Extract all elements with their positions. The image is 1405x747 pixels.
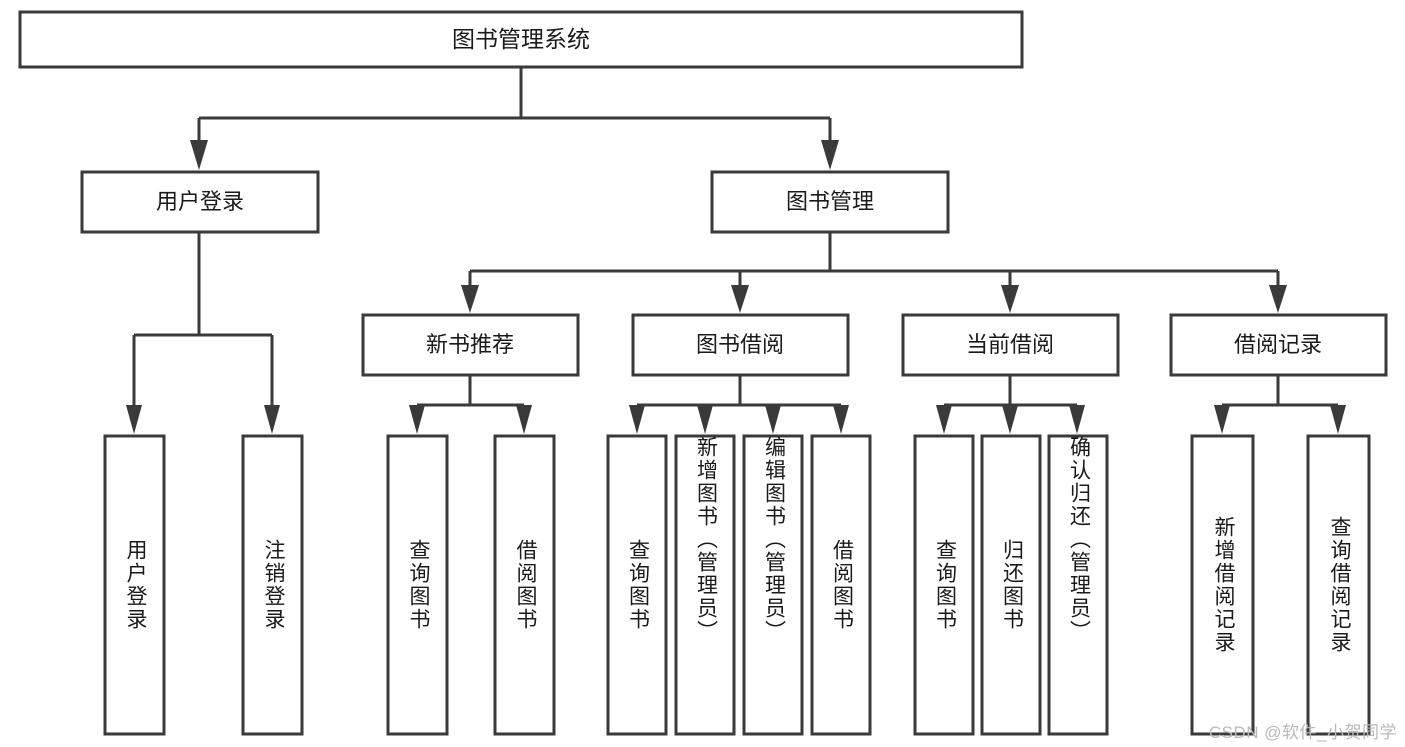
arrow-br-to-leaf1 bbox=[1214, 405, 1230, 434]
arrow-nbr-to-leaf2 bbox=[516, 405, 532, 434]
connector-group-current-borrow bbox=[936, 375, 1085, 434]
node-book-manage-box[interactable] bbox=[710, 170, 950, 234]
arrow-nbr-to-leaf1 bbox=[409, 405, 425, 434]
arrow-ul-to-leaf2 bbox=[264, 405, 280, 434]
node-book-manage-label: 图书管理 bbox=[786, 189, 874, 214]
node-borrow-record-label: 借阅记录 bbox=[1234, 332, 1322, 357]
connector-group-new-book-rec bbox=[409, 375, 532, 434]
arrow-bm-to-current-borrow bbox=[1001, 285, 1019, 313]
leaf-box-add-book[interactable] bbox=[674, 434, 736, 736]
node-root-box[interactable] bbox=[18, 10, 1024, 69]
arrow-bm-to-new-book bbox=[461, 285, 479, 313]
node-root[interactable]: 图书管理系统 bbox=[18, 10, 1024, 69]
leaf-box-return-book[interactable] bbox=[980, 434, 1042, 736]
node-current-borrow[interactable]: 当前借阅 bbox=[901, 313, 1120, 377]
leaf-box-user-login[interactable] bbox=[103, 434, 166, 736]
node-book-borrow-box[interactable] bbox=[631, 313, 850, 377]
arrow-bb-to-leaf1 bbox=[629, 405, 645, 434]
arrow-root-to-book-manage bbox=[821, 140, 839, 170]
leaf-box-logout[interactable] bbox=[241, 434, 304, 736]
node-borrow-record-box[interactable] bbox=[1169, 313, 1388, 377]
arrow-bb-to-leaf3 bbox=[765, 405, 781, 434]
arrow-cb-to-leaf2 bbox=[1002, 405, 1018, 434]
leaf-box-query-record[interactable] bbox=[1306, 434, 1371, 736]
csdn-watermark: CSDN @软件_小贺同学 bbox=[1208, 723, 1397, 742]
arrow-bb-to-leaf2 bbox=[697, 405, 713, 434]
arrow-cb-to-leaf1 bbox=[936, 405, 952, 434]
arrow-ul-to-leaf1 bbox=[126, 405, 142, 434]
node-root-label: 图书管理系统 bbox=[452, 26, 590, 52]
arrow-root-to-user-login bbox=[190, 140, 208, 170]
node-current-borrow-label: 当前借阅 bbox=[966, 332, 1054, 357]
leaf-box-query-book-3[interactable] bbox=[913, 434, 975, 736]
node-user-login-label: 用户登录 bbox=[156, 189, 244, 214]
connector-group-root bbox=[190, 67, 839, 170]
arrow-bm-to-book-borrow bbox=[731, 285, 749, 313]
connector-group-book-borrow bbox=[629, 375, 849, 434]
leaf-box-borrow-book-2[interactable] bbox=[810, 434, 872, 736]
arrow-bm-to-borrow-record bbox=[1269, 285, 1287, 313]
node-book-borrow-label: 图书借阅 bbox=[696, 332, 784, 357]
connector-group-user-login bbox=[126, 232, 280, 434]
node-user-login-box[interactable] bbox=[80, 170, 320, 234]
node-borrow-record[interactable]: 借阅记录 bbox=[1169, 313, 1388, 377]
leaf-box-add-record[interactable] bbox=[1190, 434, 1255, 736]
leaf-box-borrow-book-1[interactable] bbox=[493, 434, 556, 736]
leaf-box-confirm-return[interactable] bbox=[1047, 434, 1109, 736]
leaf-box-query-book-2[interactable] bbox=[606, 434, 668, 736]
arrow-bb-to-leaf4 bbox=[833, 405, 849, 434]
leaf-box-query-book-1[interactable] bbox=[386, 434, 449, 736]
node-new-book-rec[interactable]: 新书推荐 bbox=[361, 313, 580, 377]
node-current-borrow-box[interactable] bbox=[901, 313, 1120, 377]
arrow-br-to-leaf2 bbox=[1330, 405, 1346, 434]
node-new-book-rec-box[interactable] bbox=[361, 313, 580, 377]
node-new-book-rec-label: 新书推荐 bbox=[426, 332, 514, 357]
leaf-box-group bbox=[103, 434, 1371, 736]
connector-group-borrow-record bbox=[1214, 375, 1346, 434]
node-user-login[interactable]: 用户登录 bbox=[80, 170, 320, 234]
arrow-cb-to-leaf3 bbox=[1069, 405, 1085, 434]
node-book-manage[interactable]: 图书管理 bbox=[710, 170, 950, 234]
leaf-box-edit-book[interactable] bbox=[742, 434, 804, 736]
connector-group-book-manage bbox=[461, 232, 1287, 313]
node-book-borrow[interactable]: 图书借阅 bbox=[631, 313, 850, 377]
